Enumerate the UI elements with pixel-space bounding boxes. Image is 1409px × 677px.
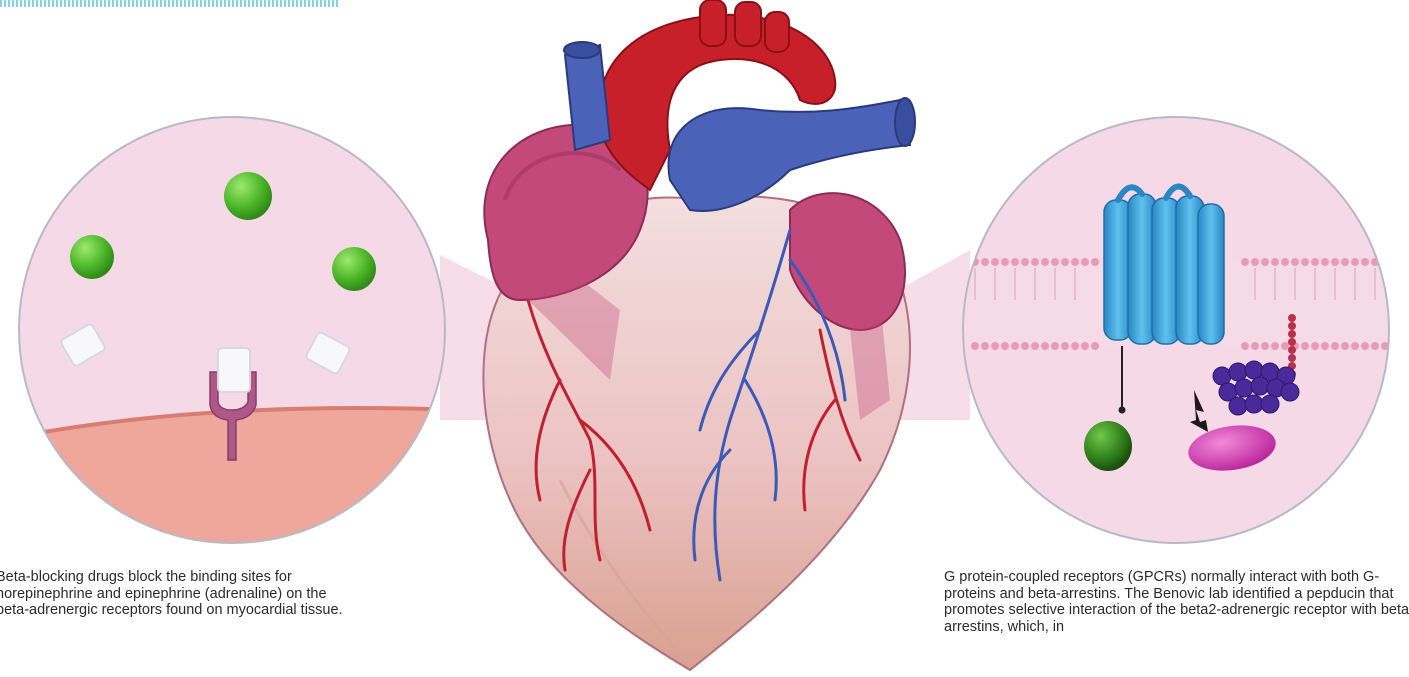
left-caption: Beta-blocking drugs block the binding si… [0,569,356,619]
gpcr-inset [960,117,1400,543]
bound-beta-blocker [218,348,250,392]
agonist-molecule [332,247,376,291]
agonist-molecule [224,172,272,220]
heart-illustration [483,0,915,670]
right-caption: G protein-coupled receptors (GPCRs) norm… [944,569,1409,635]
gpcr-receptor [1104,186,1224,344]
g-protein [1084,421,1132,471]
agonist-molecule [70,235,114,279]
beta-blocker-inset [0,117,460,560]
